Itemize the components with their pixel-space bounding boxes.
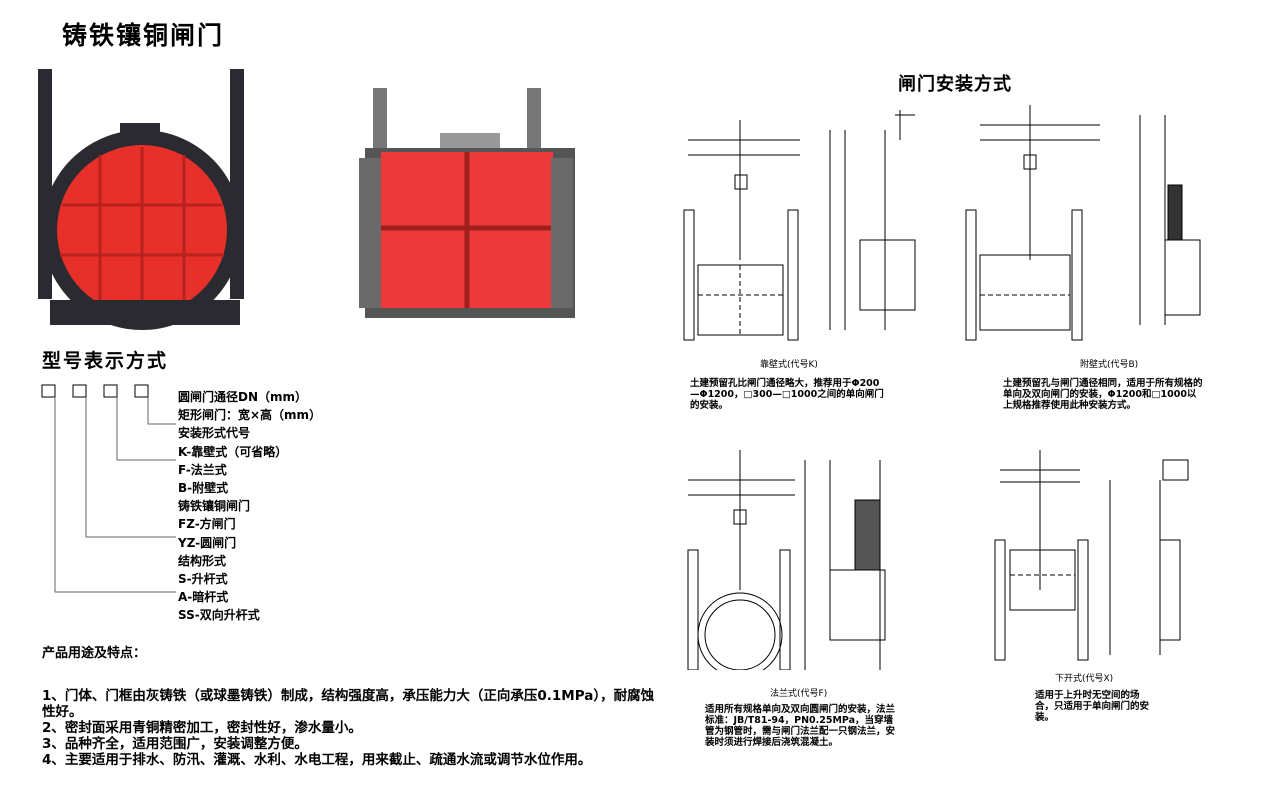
desc-x: 适用于上升时无空间的场合，只适用于单向闸门的安装。 [1035, 690, 1150, 723]
install-diagram-k [683, 110, 916, 341]
model-code-line: FZ-方闸门 [178, 517, 236, 532]
model-code-line: YZ-圆闸门 [178, 535, 237, 550]
features-list: 1、门体、门框由灰铸铁（或球墨铸铁）制成，结构强度高，承压能力大（正向承压0.1… [42, 688, 662, 768]
feature-item: 4、主要适用于排水、防汛、灌溉、水利、水电工程，用来截止、疏通水流或调节水位作用… [42, 752, 592, 768]
model-code-line: S-升杆式 [178, 572, 228, 586]
model-code-line: 铸铁镶铜闸门 [178, 499, 251, 514]
caption-k: 靠壁式(代号K) [760, 360, 818, 370]
model-code-diagram [41, 384, 176, 593]
caption-x: 下开式(代号X) [1055, 674, 1114, 684]
square-gate-photo [359, 88, 575, 318]
caption-f: 法兰式(代号F) [770, 689, 828, 699]
desc-k: 土建预留孔比闸门通径略大，推荐用于Φ200—Φ1200，□300—□1000之间… [690, 378, 884, 411]
model-code-line: 结构形式 [178, 553, 227, 568]
round-gate-photo [38, 69, 244, 330]
desc-f: 适用所有规格单向及双向圆闸门的安装，法兰标准：JB/T81-94，PN0.25M… [705, 704, 896, 748]
model-code-line: SS-双向升杆式 [178, 608, 260, 623]
install-diagram-f [687, 450, 886, 670]
install-diagram-b [965, 105, 1201, 341]
caption-b: 附壁式(代号B) [1080, 360, 1139, 370]
model-code-line: 圆闸门通径DN（mm） [178, 390, 308, 404]
model-code-line: F-法兰式 [178, 462, 227, 477]
model-code-line: K-靠壁式（可省略） [178, 444, 288, 459]
install-diagram-x [994, 450, 1189, 661]
model-code-line: 矩形闸门：宽×高（mm） [178, 408, 322, 423]
feature-item: 1、门体、门框由灰铸铁（或球墨铸铁）制成，结构强度高，承压能力大（正向承压0.1… [42, 688, 655, 720]
install-methods-title: 闸门安装方式 [898, 74, 1012, 95]
feature-item: 2、密封面采用青铜精密加工，密封性好，渗水量小。 [42, 720, 362, 736]
features-title: 产品用途及特点： [42, 646, 147, 661]
desc-b: 土建预留孔与闸门通径相同，适用于所有规格的单向及双向闸门的安装，Φ1200和□1… [1003, 378, 1203, 411]
model-notation-title: 型号表示方式 [42, 350, 169, 372]
model-code-line: 安装形式代号 [178, 426, 251, 441]
page-title: 铸铁镶铜闸门 [62, 21, 225, 50]
model-code-line: A-暗杆式 [178, 590, 229, 605]
model-code-line: B-附壁式 [178, 481, 229, 495]
feature-item: 3、品种齐全，适用范围广，安装调整方便。 [42, 736, 308, 752]
